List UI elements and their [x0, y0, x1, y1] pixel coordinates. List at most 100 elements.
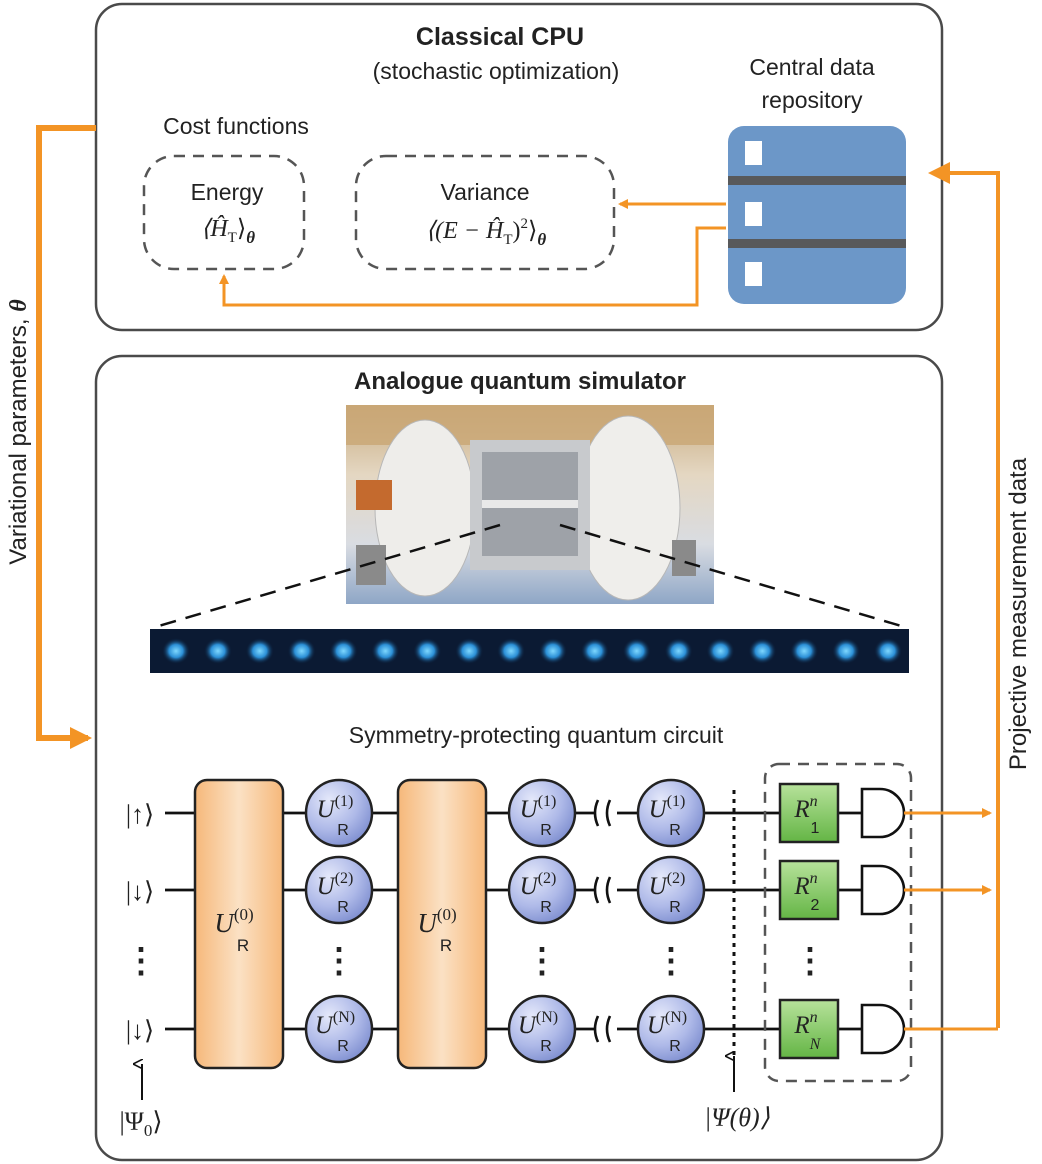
measurement-output-arrows [904, 808, 998, 1031]
local-gate: U(N)R [304, 994, 374, 1064]
repo-to-energy-arrow [219, 226, 726, 307]
zoom-line-right [559, 523, 909, 630]
variational-parameters-arrow [36, 125, 96, 749]
ion [622, 638, 651, 664]
svg-text:U(0): U(0) [417, 905, 456, 938]
svg-text:R: R [669, 822, 681, 839]
svg-text:R: R [540, 1038, 552, 1055]
cpu-title: Classical CPU [416, 23, 584, 51]
energy-label: Energy [191, 179, 264, 205]
simulator-title: Analogue quantum simulator [354, 368, 686, 395]
variational-parameters-label: Variational parameters, θ [5, 299, 32, 565]
readout-gate: Rn2 [778, 859, 840, 921]
svg-text:U(2): U(2) [649, 870, 686, 900]
psi0-label: |Ψ0⟩ [119, 1107, 162, 1140]
ion [287, 638, 316, 664]
svg-text:Rn: Rn [793, 1009, 817, 1039]
ion [790, 638, 819, 664]
local-gate: U(N)R [507, 994, 577, 1064]
local-gate: U(2)R [304, 855, 374, 925]
energy-box [142, 154, 306, 271]
svg-text:R: R [540, 899, 552, 916]
svg-text:R: R [669, 1038, 681, 1055]
projective-measurement-label: Projective measurement data [1005, 457, 1032, 770]
ion-trap-photo [346, 405, 714, 604]
measurement-data-arrow [928, 162, 1000, 1028]
ion [706, 638, 735, 664]
svg-text:R: R [237, 936, 249, 955]
svg-text:Rn: Rn [793, 870, 817, 900]
server-icon [728, 126, 906, 304]
variance-box [354, 154, 616, 271]
ion [329, 638, 358, 664]
svg-text:R: R [440, 936, 452, 955]
cpu-subtitle: (stochastic optimization) [373, 58, 620, 84]
svg-text:U(N): U(N) [315, 1009, 355, 1039]
local-gate: U(N)R [636, 994, 706, 1064]
cost-functions-label: Cost functions [163, 113, 309, 139]
ion [664, 638, 693, 664]
global-gate-2: U(0) R [396, 778, 488, 1070]
local-gate: U(1)R [507, 778, 577, 848]
ion-chain [162, 638, 902, 664]
svg-text:R: R [337, 822, 349, 839]
local-gate: U(1)R [304, 778, 374, 848]
ion [497, 638, 526, 664]
svg-text:R: R [337, 1038, 349, 1055]
svg-text:R: R [540, 822, 552, 839]
local-gate: U(1)R [636, 778, 706, 848]
readout-box [763, 762, 913, 1083]
input-dots: ⋮ [124, 943, 158, 980]
repository-label-2: repository [762, 87, 863, 113]
ion [874, 638, 902, 664]
ion [162, 638, 190, 664]
repository-label-1: Central data [749, 54, 875, 80]
ion [203, 638, 232, 664]
svg-text:U(N): U(N) [647, 1009, 687, 1039]
variance-label: Variance [440, 179, 529, 205]
readout-gate: RnN [778, 998, 840, 1060]
column-dots-3: ⋮ [654, 943, 688, 980]
svg-text:Rn: Rn [793, 793, 817, 823]
svg-text:U(N): U(N) [518, 1009, 558, 1039]
svg-text:U(1): U(1) [520, 793, 557, 823]
ion [371, 638, 400, 664]
zoom-line-left [151, 523, 501, 630]
energy-formula: ⟨ĤT⟩θ [201, 216, 255, 247]
ion [580, 638, 609, 664]
svg-text:U(1): U(1) [317, 793, 354, 823]
ion-chain-image [150, 629, 909, 673]
svg-text:U(2): U(2) [317, 870, 354, 900]
ion [455, 638, 484, 664]
svg-text:R: R [669, 899, 681, 916]
local-gate: U(2)R [636, 855, 706, 925]
svg-text:U(1): U(1) [649, 793, 686, 823]
variance-formula: ⟨(E − ĤT)2⟩θ [426, 216, 547, 249]
psi-theta-label: |Ψ(θ)⟩ [704, 1103, 770, 1132]
input-state-2: |↓⟩ [126, 877, 154, 906]
svg-text:U(2): U(2) [520, 870, 557, 900]
ion [413, 638, 442, 664]
svg-text:U(0): U(0) [214, 905, 253, 938]
svg-text:2: 2 [811, 897, 820, 914]
input-state-n: |↓⟩ [126, 1016, 154, 1045]
circuit-title: Symmetry-protecting quantum circuit [349, 722, 724, 748]
ion [245, 638, 274, 664]
svg-text:R: R [337, 899, 349, 916]
column-dots-2: ⋮ [525, 943, 559, 980]
readout-dots: ⋮ [793, 943, 827, 980]
local-gate: U(2)R [507, 855, 577, 925]
ion [748, 638, 777, 664]
ion [832, 638, 861, 664]
global-gate-1: U(0) R [193, 778, 285, 1070]
ion [538, 638, 567, 664]
local-gates: U(1)RU(2)RU(N)RU(1)RU(2)RU(N)RU(1)RU(2)R… [304, 778, 706, 1064]
svg-text:1: 1 [811, 820, 820, 837]
simulator-panel [94, 354, 944, 1162]
wire-break-icon [593, 799, 612, 1043]
svg-text:N: N [809, 1036, 822, 1053]
readout-gate: Rn1 [778, 782, 840, 844]
detector-icon [860, 787, 906, 1055]
